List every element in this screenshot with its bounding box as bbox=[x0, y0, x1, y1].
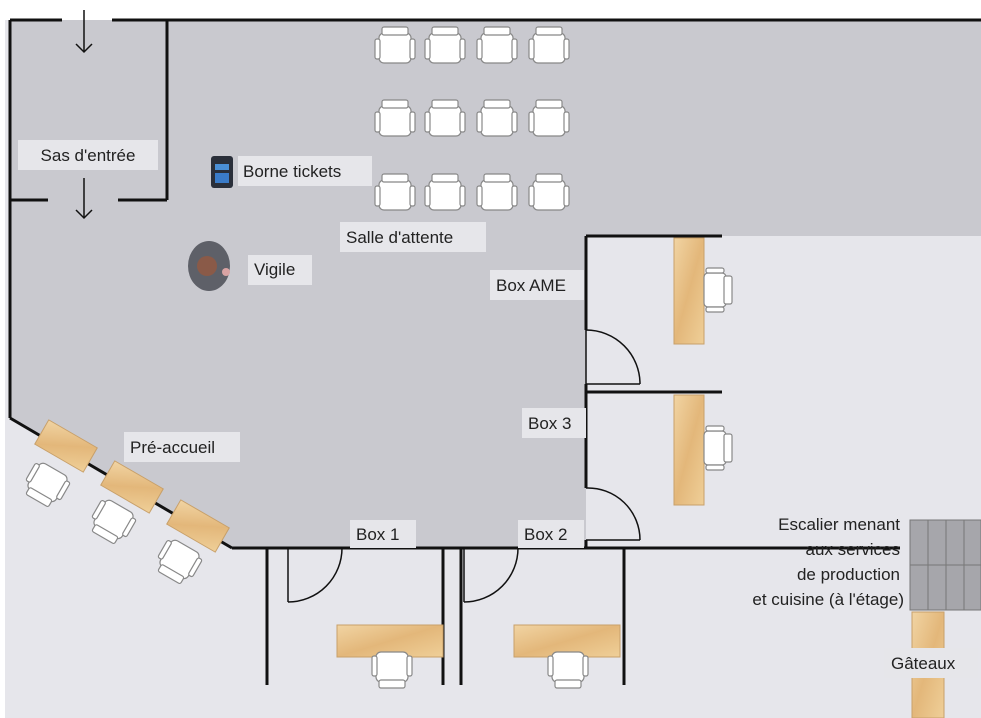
label-sas: Sas d'entrée bbox=[41, 146, 136, 165]
entrance-arrow-icons bbox=[75, 10, 93, 220]
label-borne: Borne tickets bbox=[243, 162, 341, 181]
label-box-2: Box 2 bbox=[524, 525, 567, 544]
label-pre-accueil: Pré-accueil bbox=[130, 438, 215, 457]
label-escalier-3: de production bbox=[797, 565, 900, 584]
label-vigile: Vigile bbox=[254, 260, 295, 279]
label-box-3: Box 3 bbox=[528, 414, 571, 433]
ticket-kiosk-icon bbox=[211, 156, 233, 188]
security-guard-icon bbox=[188, 241, 230, 291]
doors bbox=[287, 329, 641, 603]
label-box-1: Box 1 bbox=[356, 525, 399, 544]
desk-box-ame bbox=[673, 237, 733, 345]
label-gateaux: Gâteaux bbox=[891, 654, 956, 673]
staircase bbox=[909, 519, 981, 611]
label-salle: Salle d'attente bbox=[346, 228, 453, 247]
desk-box-1 bbox=[336, 624, 444, 689]
label-box-ame: Box AME bbox=[496, 276, 566, 295]
desk-box-3 bbox=[673, 394, 733, 506]
label-escalier-1: Escalier menant bbox=[778, 515, 900, 534]
label-escalier-4: et cuisine (à l'étage) bbox=[752, 590, 904, 609]
pre-accueil-desks bbox=[19, 419, 230, 589]
desk-box-2 bbox=[513, 624, 621, 689]
label-escalier-2: aux services bbox=[806, 540, 900, 559]
